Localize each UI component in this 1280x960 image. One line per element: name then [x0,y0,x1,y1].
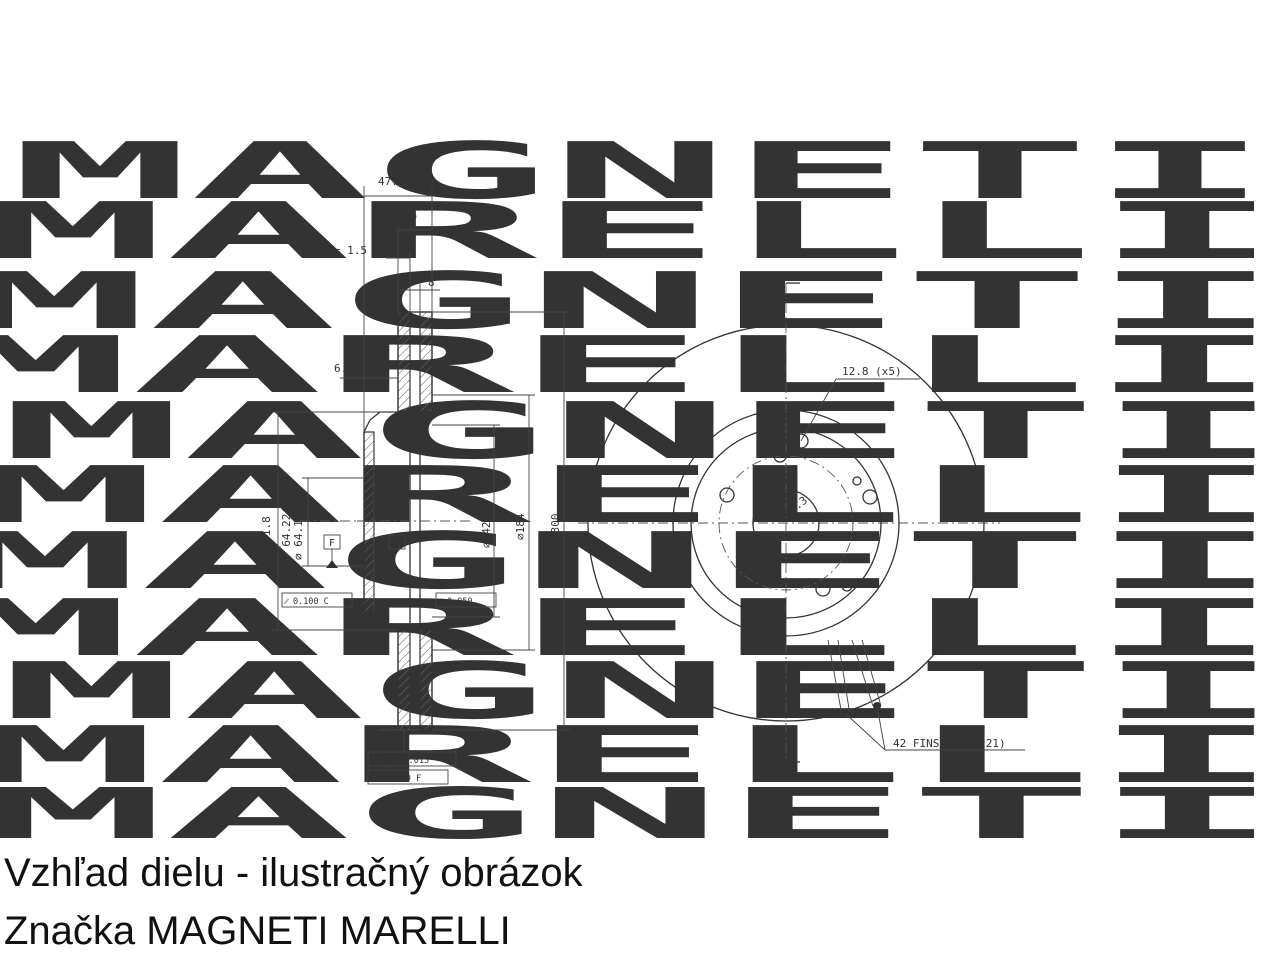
datum-f: F [329,538,335,549]
tolerance-runout-left: ⁄⁄ 0.100 C [283,597,329,607]
watermark-row-7: MAGNETI [0,517,1280,607]
caption-illustrative: Vzhľad dielu - ilustračný obrázok [4,851,583,895]
watermark-row-4: MARELLI [0,321,1280,411]
dim-vane: 8 [428,276,435,289]
watermark-row-6: MARELLI [0,451,1280,541]
watermark-row-5: MAGNETI [0,387,1280,477]
watermark-row-8: MARELLI [0,584,1280,674]
dim-diameter-142: ⌀142.2 [480,508,493,548]
datum-c: C [393,538,399,549]
dim-diameter-300: ⌀300 [549,514,562,541]
watermark: MAGNETI MARELLI MAGNETI MARELLI MAGNETI … [0,127,1280,840]
watermark-row-1: MAGNETI [10,127,1270,217]
caption-brand: Značka MAGNETI MARELLI [4,909,511,953]
watermark-row-10: MARELLI [0,711,1280,801]
dim-fins: 42 FINS (21 + 21) [893,737,1006,750]
dim-width-disc: 25 [404,209,417,222]
dim-bolt-holes: 12.8 (x5) [842,365,902,378]
front-view: 12.8 (x5) 114.3 42 FINS (21 + 21) [578,279,1025,766]
dim-bore-max: ⌀ 64.224 [280,507,293,560]
watermark-row-11: MAGNETI [0,773,1280,840]
brake-disc-technical-drawing: MAGNETI MARELLI MAGNETI MARELLI MAGNETI … [0,127,1280,840]
tolerance-runout-right: ⁄⁄ 0.050 [437,597,473,607]
watermark-row-3: MAGNETI [0,257,1280,347]
section-view: 47.2 25 △TH= 1.5 8 6.2 ⌀151.8 ⌀ 64.224 ⌀… [260,175,570,785]
watermark-row-2: MARELLI [0,187,1280,277]
bolt-holes [719,433,878,597]
dim-width-total: 47.2 [378,175,405,188]
dim-diameter-151: ⌀151.8 [260,516,273,556]
dim-thickness-delta: △TH= 1.5 [314,244,367,257]
dim-bore-min: ⌀ 64.150 [292,507,305,560]
dim-hat-offset: 6.2 [334,362,354,375]
watermark-row-9: MAGNETI [0,647,1280,737]
tolerance-flatness: / 0.050 F [375,774,421,784]
dim-diameter-184: ⌀184 [514,513,527,540]
tolerance-dtv: DTV 0.015 [383,756,429,766]
